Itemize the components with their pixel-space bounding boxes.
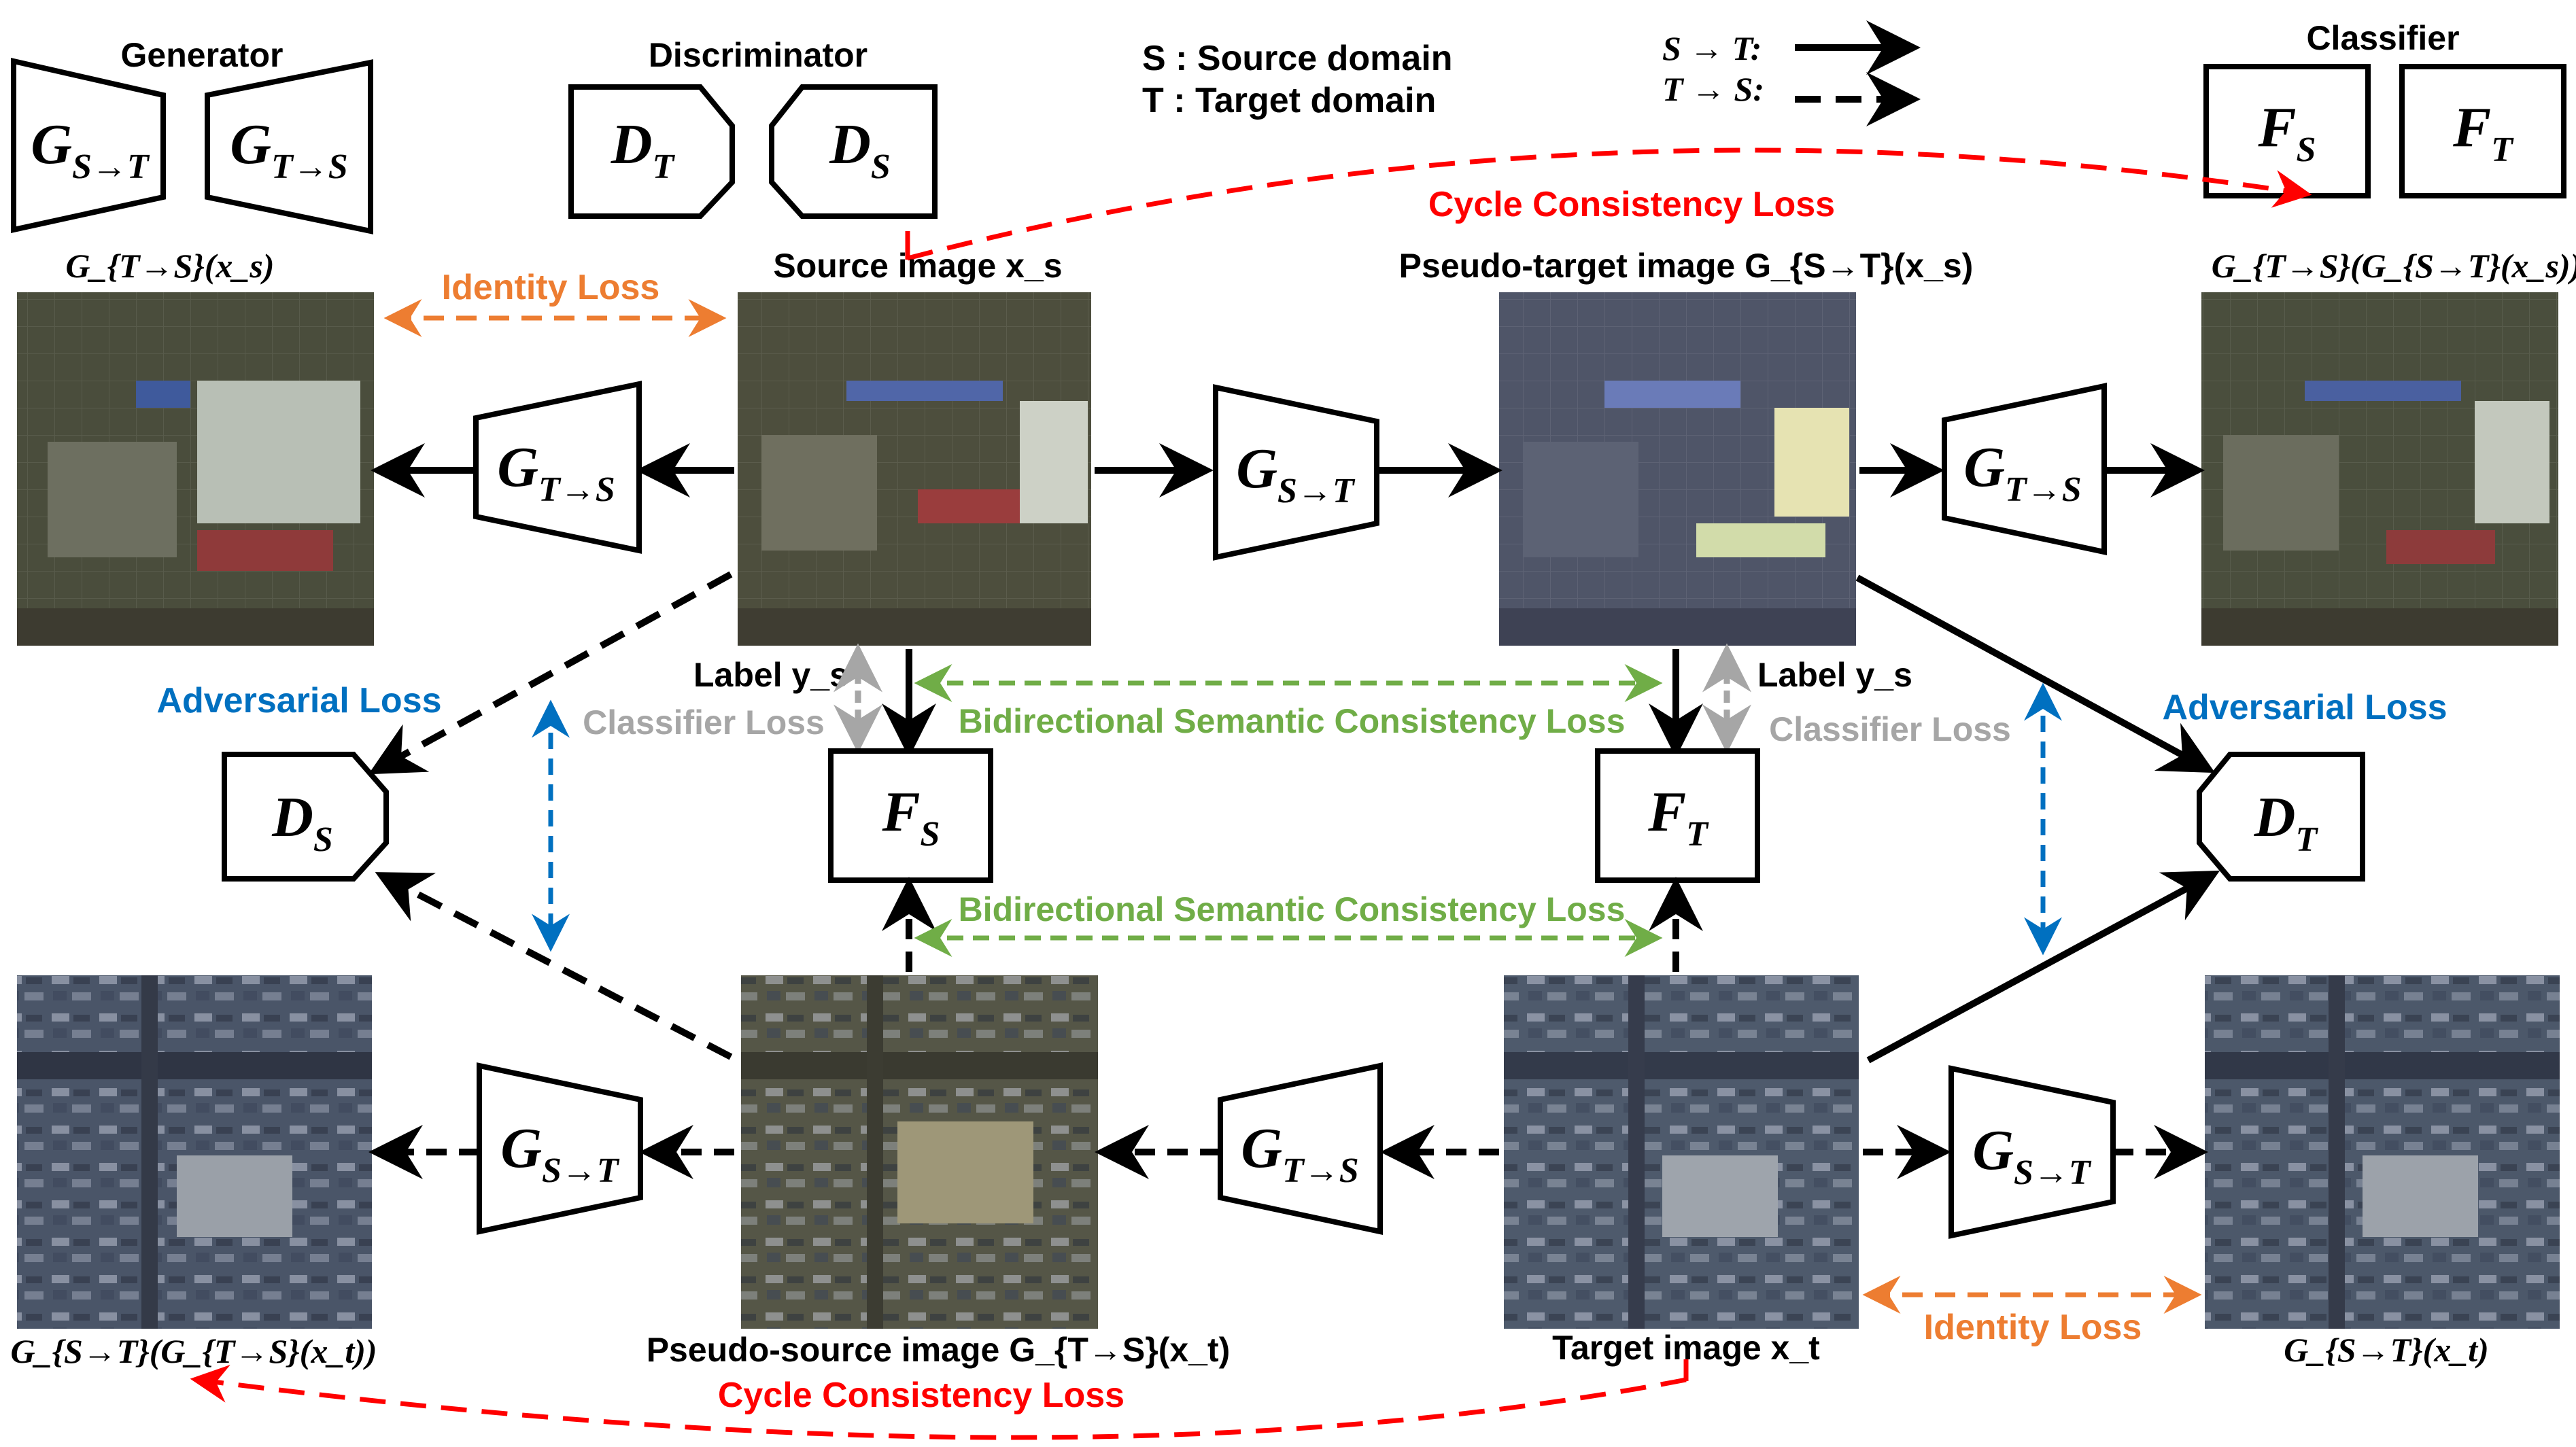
bsc-loss-bottom-label: Bidirectional Semantic Consistency Loss	[959, 890, 1626, 928]
discriminator-s-label: DS	[829, 113, 891, 186]
cycle-loss-bottom-label: Cycle Consistency Loss	[718, 1376, 1124, 1415]
classifier-loss-right: Classifier Loss	[1702, 643, 2011, 754]
discriminator-title: Discriminator	[649, 36, 868, 74]
cycle-loss-top: Cycle Consistency Loss	[905, 147, 2312, 261]
caption-pseudo-target: Pseudo-target image G_{S→T}(x_s)	[1399, 247, 1974, 285]
image-g-st-xt	[2205, 975, 2560, 1329]
identity-loss-bottom-label: Identity Loss	[1924, 1308, 2142, 1347]
classifier-loss-left-label: Classifier Loss	[583, 703, 825, 742]
legend-domains: S : Source domain T : Target domain	[1142, 39, 1453, 120]
cycle-loss-bottom-arc	[190, 1365, 1687, 1440]
discriminator-t-shape	[568, 84, 735, 219]
classifier-loss-left: Classifier Loss	[583, 643, 882, 754]
top-g-ts-right: GT→S	[1859, 383, 2205, 555]
s-to-t-legend-text: S → T:	[1662, 29, 1762, 67]
image-g-ts-xs	[17, 292, 374, 646]
svg-text:DT: DT	[2254, 786, 2319, 859]
identity-loss-top-label: Identity Loss	[442, 268, 660, 307]
svg-text:DS: DS	[271, 786, 333, 859]
caption-g-st-xt: G_{S→T}(x_t)	[2284, 1331, 2488, 1369]
classifier-ft: FT	[1595, 649, 1760, 883]
identity-loss-top: Identity Loss	[383, 268, 727, 337]
adversarial-left: Adversarial Loss DS	[156, 571, 733, 1060]
image-cycle-source	[2201, 292, 2558, 646]
image-target	[1504, 975, 1859, 1329]
caption-g-st-cycle-t: G_{S→T}(G_{T→S}(x_t))	[10, 1332, 377, 1370]
caption-source-image: Source image x_s	[773, 247, 1062, 285]
bsc-loss-bottom: Bidirectional Semantic Consistency Loss	[914, 890, 1663, 957]
cycle-loss-bottom: Cycle Consistency Loss	[190, 1359, 1689, 1440]
source-domain-text: S : Source domain	[1142, 39, 1453, 78]
image-g-st-cycle-t	[17, 975, 372, 1329]
svg-text:GT→S: GT→S	[1241, 1117, 1358, 1190]
image-source	[738, 292, 1091, 646]
caption-pseudo-source: Pseudo-source image G_{T→S}(x_t)	[647, 1331, 1231, 1369]
svg-text:GT→S: GT→S	[497, 436, 615, 509]
generator-title: Generator	[121, 36, 284, 74]
generator-st-shape	[11, 57, 166, 233]
svg-text:FS: FS	[882, 780, 940, 854]
classifier-s-legend-label: FS	[2258, 96, 2316, 169]
label-ys-right: Label y_s	[1757, 656, 1912, 694]
image-pseudo-source	[741, 975, 1098, 1329]
label-ys-left: Label y_s	[693, 656, 848, 694]
generator-ts-shape	[205, 59, 373, 234]
generator-st-label: GS→T	[31, 113, 150, 186]
caption-cycle-source: G_{T→S}(G_{S→T}(x_s))	[2212, 247, 2576, 285]
generator-ts-label: GT→S	[230, 113, 347, 186]
svg-text:GS→T: GS→T	[500, 1117, 620, 1190]
bsc-loss-top-label: Bidirectional Semantic Consistency Loss	[959, 702, 1626, 740]
adversarial-loss-left-label: Adversarial Loss	[156, 681, 441, 720]
legend-generator: Generator GS→T GT→S	[11, 36, 373, 234]
legend-arrows: S → T: T → S:	[1662, 20, 1921, 126]
bottom-g-ts: GT→S	[1095, 1062, 1499, 1235]
classifier-title: Classifier	[2306, 19, 2459, 57]
bsc-loss-top: Bidirectional Semantic Consistency Loss	[914, 664, 1663, 740]
classifier-t-legend-box	[2399, 64, 2566, 198]
cycle-loss-top-label: Cycle Consistency Loss	[1428, 185, 1835, 224]
t-to-s-legend-text: T → S:	[1662, 70, 1764, 108]
legend-classifier: Classifier FS FT	[2203, 19, 2566, 198]
discriminator-t-label: DT	[611, 113, 676, 186]
image-pseudo-target	[1499, 292, 1856, 646]
top-g-ts-left: GT→S	[371, 381, 734, 554]
svg-text:FT: FT	[1647, 780, 1709, 854]
top-g-st: GS→T	[1095, 384, 1502, 561]
classifier-t-legend-label: FT	[2452, 96, 2514, 169]
caption-g-ts-xs: G_{T→S}(x_s)	[65, 247, 274, 285]
identity-loss-bottom: Identity Loss	[1862, 1276, 2202, 1347]
adversarial-right: Adversarial Loss DT	[1855, 574, 2448, 1064]
svg-text:GS→T: GS→T	[1236, 437, 1356, 510]
classifier-loss-right-label: Classifier Loss	[1769, 710, 2011, 748]
discriminator-s-shape	[769, 84, 938, 219]
classifier-fs: FS	[828, 649, 993, 883]
bottom-g-st-right: GS→T	[1863, 1065, 2208, 1239]
target-domain-text: T : Target domain	[1142, 81, 1436, 120]
legend-discriminator: Discriminator DT DS	[568, 36, 938, 219]
adversarial-loss-right-label: Adversarial Loss	[2162, 688, 2447, 727]
svg-text:GT→S: GT→S	[1963, 436, 2081, 509]
svg-text:GS→T: GS→T	[1972, 1119, 2092, 1192]
cycle-loss-top-arc	[907, 147, 2312, 261]
bottom-g-st-left: GS→T	[368, 1062, 734, 1235]
